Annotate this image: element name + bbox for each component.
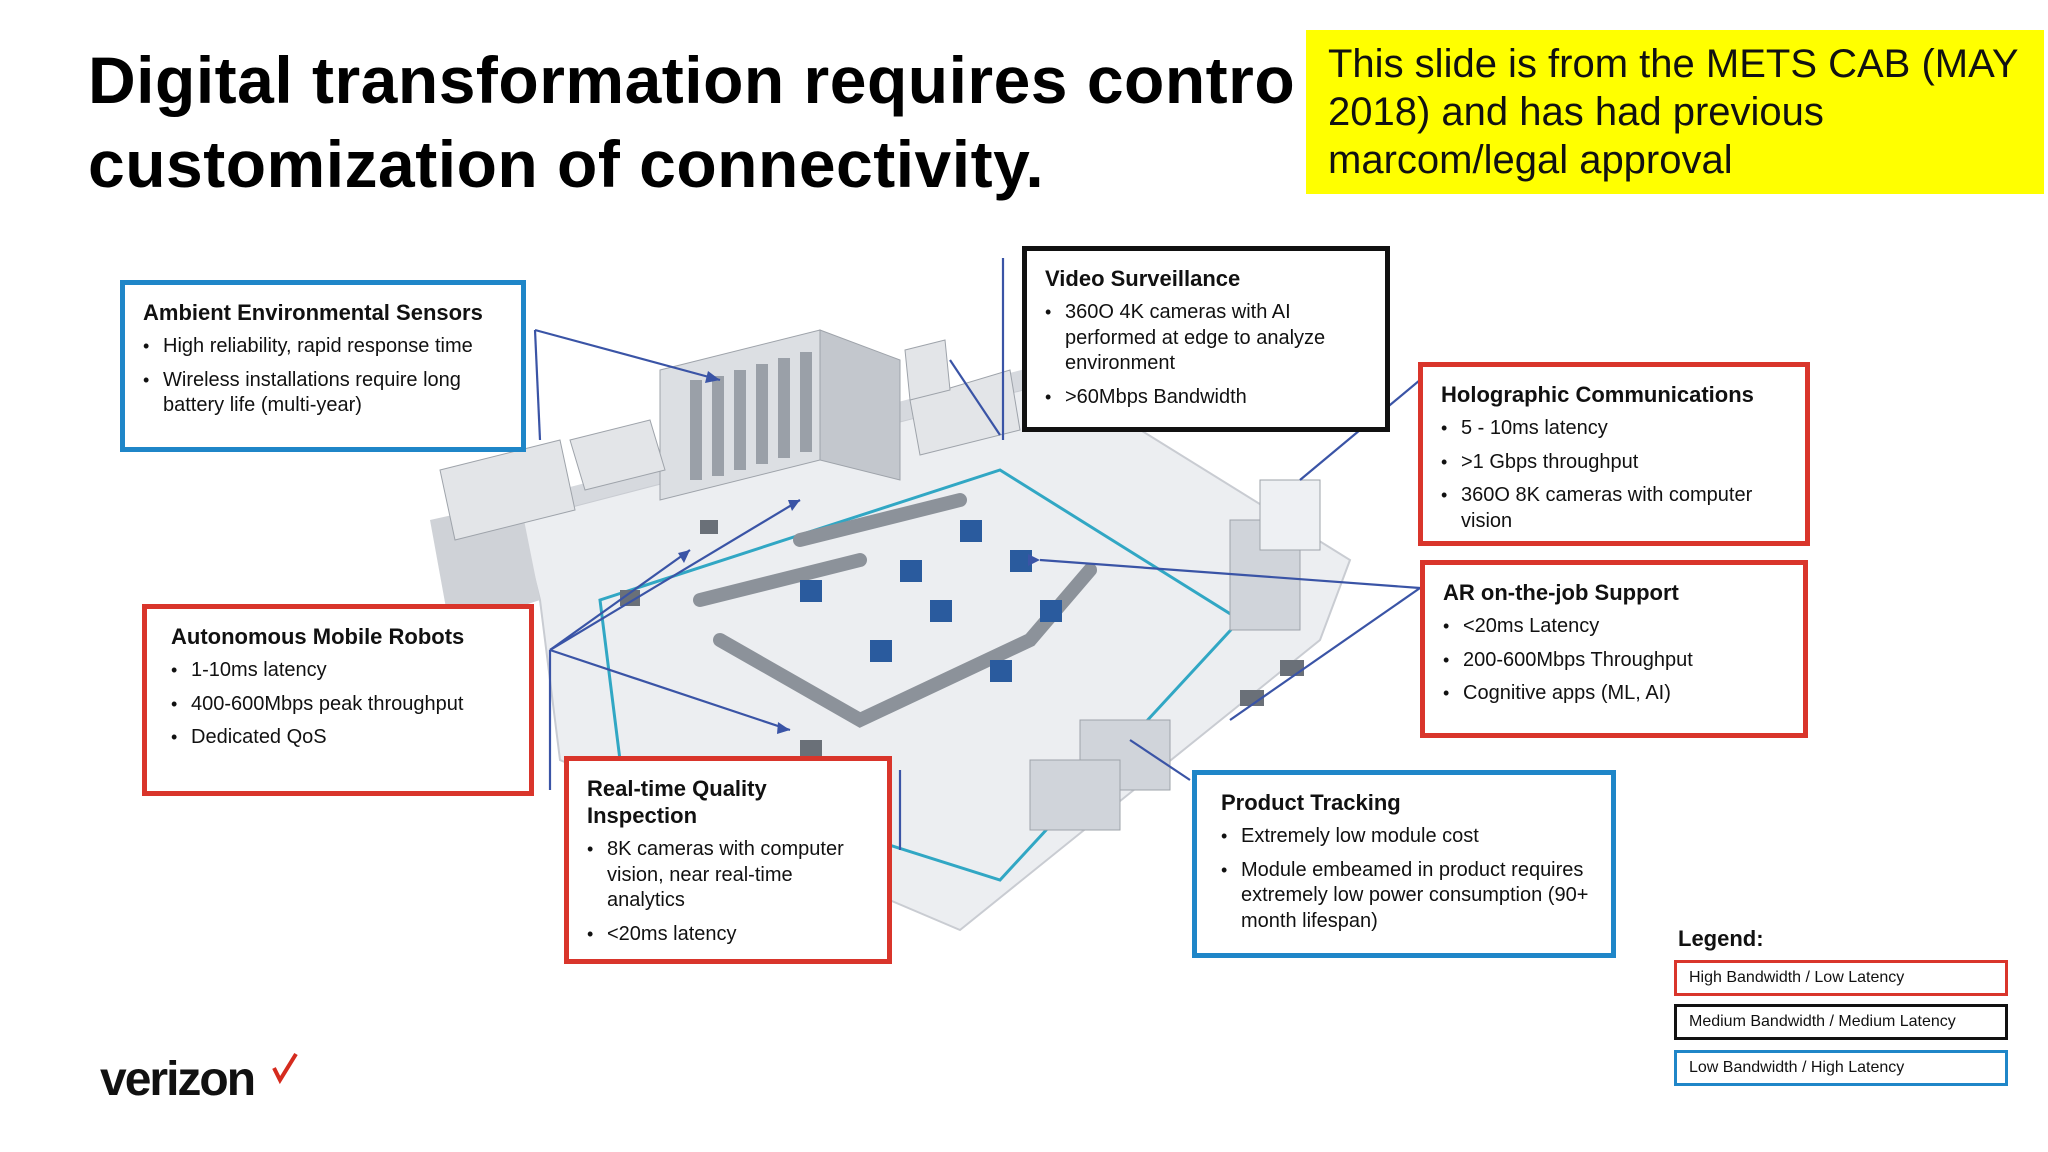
callout-title: Product Tracking	[1221, 790, 1401, 815]
callout-item: 400-600Mbps peak throughput	[171, 692, 511, 718]
callout-item: <20ms Latency	[1443, 614, 1785, 640]
workstations	[1029, 479, 1321, 831]
check-mark-icon	[272, 1052, 298, 1085]
callout-item: Wireless installations require long batt…	[143, 368, 503, 419]
mobile-robots	[620, 520, 1304, 756]
callout-title: Ambient Environmental Sensors	[143, 300, 483, 325]
legend-item-medium-bandwidth: Medium Bandwidth / Medium Latency	[1674, 1004, 2008, 1040]
callout-autonomous-robots: Autonomous Mobile Robots 1-10ms latency …	[142, 604, 534, 796]
callout-item: Extremely low module cost	[1221, 824, 1593, 850]
storage-bins	[800, 520, 1062, 682]
callout-ambient-sensors: Ambient Environmental Sensors High relia…	[120, 280, 526, 452]
callout-title: Real-time Quality Inspection	[587, 776, 767, 828]
callout-item: >1 Gbps throughput	[1441, 450, 1787, 476]
title-line-1: Digital transformation requires contro	[88, 43, 1296, 117]
callout-item: 360O 8K cameras with computer vision	[1441, 483, 1787, 534]
verizon-logo: verizon	[100, 1053, 256, 1106]
callout-quality-inspection: Real-time Quality Inspection 8K cameras …	[564, 756, 892, 964]
callout-item: 5 - 10ms latency	[1441, 416, 1787, 442]
callout-item: Module embeamed in product requires extr…	[1221, 858, 1593, 935]
connector-lines	[533, 258, 1421, 850]
callout-holographic-communications: Holographic Communications 5 - 10ms late…	[1418, 362, 1810, 546]
callout-item: 360O 4K cameras with AI performed at edg…	[1045, 300, 1367, 377]
callout-item: Cognitive apps (ML, AI)	[1443, 681, 1785, 707]
callout-item: High reliability, rapid response time	[143, 334, 503, 360]
approval-note: This slide is from the METS CAB (MAY 201…	[1306, 30, 2044, 194]
callout-ar-support: AR on-the-job Support <20ms Latency 200-…	[1420, 560, 1808, 738]
callout-item: 8K cameras with computer vision, near re…	[587, 837, 869, 914]
callout-title: AR on-the-job Support	[1443, 580, 1679, 605]
title-line-2: customization of connectivity.	[88, 127, 1045, 201]
slide-title: Digital transformation requires contro c…	[88, 38, 1328, 206]
callout-item: >60Mbps Bandwidth	[1045, 385, 1367, 411]
callout-item: <20ms latency	[587, 922, 869, 948]
callout-item: 1-10ms latency	[171, 658, 511, 684]
callout-item: Dedicated QoS	[171, 725, 511, 751]
warehouse-building	[659, 329, 901, 501]
callout-title: Autonomous Mobile Robots	[171, 624, 465, 649]
legend-title: Legend:	[1678, 926, 1764, 951]
callout-product-tracking: Product Tracking Extremely low module co…	[1192, 770, 1616, 958]
legend-item-high-bandwidth: High Bandwidth / Low Latency	[1674, 960, 2008, 996]
legend-item-low-bandwidth: Low Bandwidth / High Latency	[1674, 1050, 2008, 1086]
callout-item: 200-600Mbps Throughput	[1443, 648, 1785, 674]
delivery-trucks	[439, 339, 1021, 541]
callout-title: Holographic Communications	[1441, 382, 1754, 407]
callout-title: Video Surveillance	[1045, 266, 1241, 291]
callout-video-surveillance: Video Surveillance 360O 4K cameras with …	[1022, 246, 1390, 432]
